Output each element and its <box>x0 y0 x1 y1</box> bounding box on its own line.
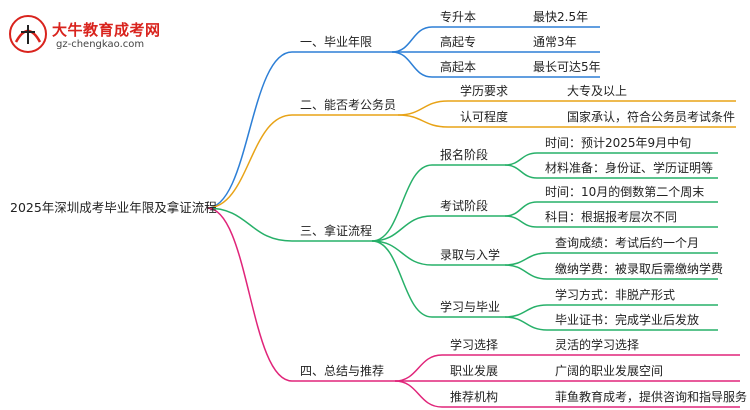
connector-root-b2 <box>206 114 293 209</box>
node-value: 灵活的学习选择 <box>555 338 640 352</box>
node-label: 职业发展 <box>450 364 499 378</box>
connector-b2-child <box>397 100 449 116</box>
node-label: 报名阶段 <box>440 148 489 162</box>
connector-root-b1 <box>206 51 293 209</box>
mindmap-root: 2025年深圳成考毕业年限及拿证流程 <box>10 200 217 215</box>
brand-url: gz-chengkao.com <box>56 39 145 50</box>
node-value: 大专及以上 <box>567 84 628 98</box>
node-item: 科目：根据报考层次不同 <box>545 210 678 224</box>
node-value: 菲鱼教育成考，提供咨询和指导服务 <box>555 390 748 404</box>
node-item: 时间：10月的倒数第二个周末 <box>545 185 705 199</box>
connector-b2-child <box>397 114 449 128</box>
node-item: 学习方式：非脱产形式 <box>555 288 676 302</box>
node-label: 考试阶段 <box>440 199 489 213</box>
node-value: 广阔的职业发展空间 <box>555 364 664 378</box>
connector-b3-child <box>371 240 433 318</box>
node-label: 学习选择 <box>450 338 499 352</box>
branch-graduation-years: 一、毕业年限 <box>300 35 373 49</box>
node-label: 认可程度 <box>460 110 509 124</box>
connector-b3-leaf <box>504 304 548 318</box>
connector-b3-leaf <box>504 215 538 228</box>
connector-b1-child <box>391 26 433 53</box>
node-value: 国家承认，符合公务员考试条件 <box>567 110 736 124</box>
node-label: 录取与入学 <box>440 248 501 262</box>
node-label: 专升本 <box>440 10 477 24</box>
connector-b3-leaf <box>504 152 538 166</box>
connector-b3-leaf <box>504 201 538 217</box>
node-value: 最长可达5年 <box>533 60 601 74</box>
branch-civil-service: 二、能否考公务员 <box>300 98 397 112</box>
connector-b3-child <box>371 215 433 242</box>
node-label: 推荐机构 <box>450 390 499 404</box>
branch-summary: 四、总结与推荐 <box>300 364 385 378</box>
node-item: 毕业证书：完成学业后发放 <box>555 313 700 327</box>
node-value: 最快2.5年 <box>533 10 589 24</box>
node-item: 缴纳学费：被录取后需缴纳学费 <box>555 262 724 276</box>
node-label: 学习与毕业 <box>440 300 501 314</box>
connector-b1-child <box>391 51 433 78</box>
node-item: 时间：预计2025年9月中旬 <box>545 136 692 150</box>
connector-b3-child <box>371 240 433 266</box>
connector-b3-leaf <box>504 164 538 179</box>
connector-b4-child <box>394 380 443 408</box>
connector-b3-leaf <box>504 264 548 280</box>
connector-b3-child <box>371 164 433 242</box>
branch-certificate-process: 三、拿证流程 <box>300 224 373 238</box>
brand-logo <box>8 14 48 54</box>
node-label: 学历要求 <box>460 84 509 98</box>
node-label: 高起本 <box>440 60 477 74</box>
connector-b3-leaf <box>504 316 548 331</box>
brand-name: 大牛教育成考网 <box>52 21 161 39</box>
connector-root-b4 <box>206 207 293 382</box>
connector-b3-leaf <box>504 252 548 266</box>
connector-root-b3 <box>206 207 293 242</box>
node-label: 高起专 <box>440 35 477 49</box>
logo-icon <box>9 15 47 53</box>
node-item: 材料准备：身份证、学历证明等 <box>545 161 714 175</box>
node-value: 通常3年 <box>533 35 577 49</box>
connector-b4-child <box>394 354 443 382</box>
node-item: 查询成绩：考试后约一个月 <box>555 236 700 250</box>
